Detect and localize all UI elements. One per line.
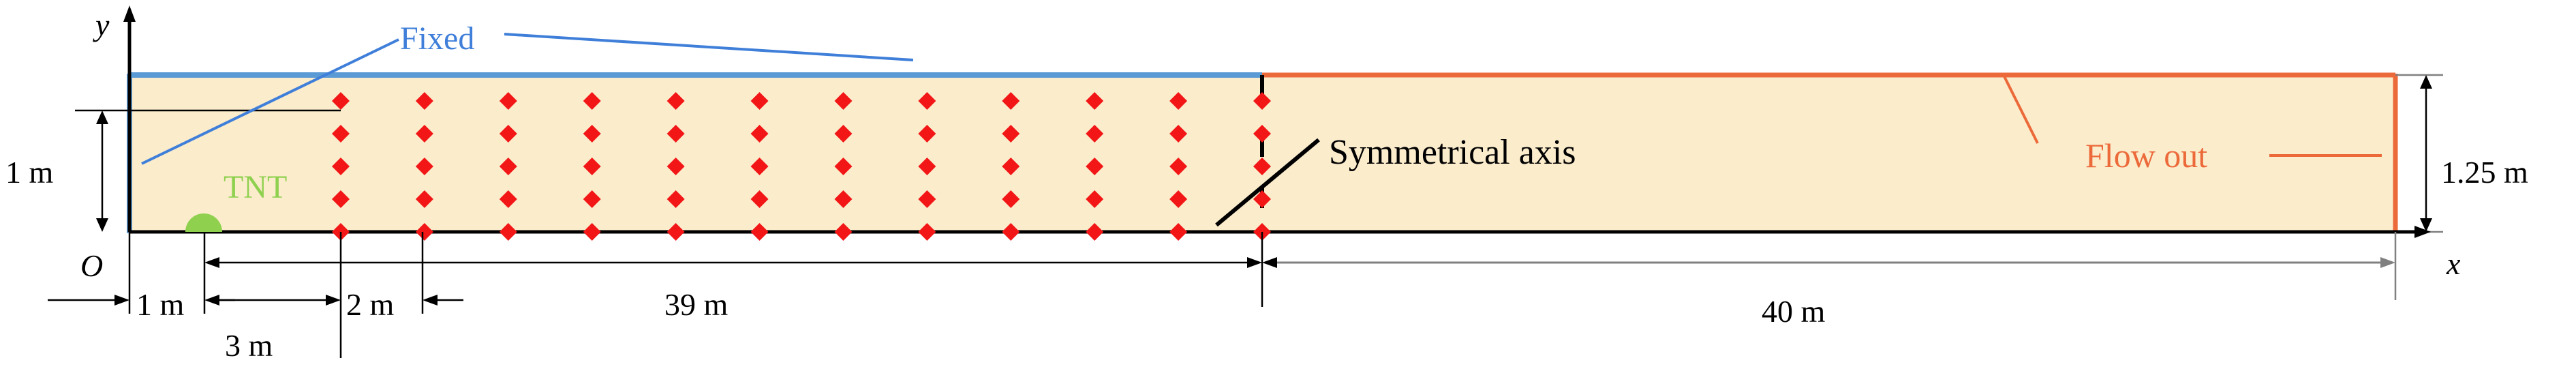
gauge-point-diamond-icon xyxy=(415,158,433,175)
dim-3m-arrow-right xyxy=(326,295,341,306)
gauge-point-diamond-icon xyxy=(583,92,601,110)
gauge-point-diamond-icon xyxy=(1002,190,1020,208)
gauge-point-diamond-icon xyxy=(666,125,685,143)
gauge-point-diamond-icon xyxy=(834,223,853,241)
gauge-point-diamond-icon xyxy=(834,92,853,110)
gauge-point-diamond-icon xyxy=(332,158,350,175)
gauge-point-diamond-icon xyxy=(750,158,769,175)
gauge-point-diamond-icon xyxy=(583,223,601,241)
fixed-label: Fixed xyxy=(400,20,474,57)
gauge-point-diamond-icon xyxy=(332,125,350,143)
dim-1m-arrow-left xyxy=(114,295,129,306)
gauge-point-diamond-icon xyxy=(666,190,685,208)
dim-1m-label: 1 m xyxy=(136,287,185,322)
fixed-leader-right xyxy=(504,33,914,61)
height-1-25m-arrow-bottom xyxy=(2420,218,2432,232)
dim-1m-arrow-right xyxy=(204,295,219,306)
gauge-point-diamond-icon xyxy=(1169,190,1188,208)
flow-out-leader-left xyxy=(2002,74,2039,144)
gauge-point-diamond-icon xyxy=(499,190,517,208)
gauge-point-diamond-icon xyxy=(499,125,517,143)
gauge-point-diamond-icon xyxy=(583,158,601,175)
gauge-point-diamond-icon xyxy=(918,125,936,143)
gauge-points xyxy=(332,92,1271,241)
gauge-point-diamond-icon xyxy=(415,223,433,241)
gauge-point-diamond-icon xyxy=(834,125,853,143)
gauge-point-diamond-icon xyxy=(750,92,769,110)
x-axis-arrowhead xyxy=(2414,226,2431,238)
gauge-point-diamond-icon xyxy=(918,92,936,110)
dim-40m-arrow-left xyxy=(1262,257,1277,268)
gauge-point-diamond-icon xyxy=(1253,190,1271,208)
dim-2m-arrow-right xyxy=(423,295,438,306)
gauge-point-diamond-icon xyxy=(834,158,853,175)
gauge-point-diamond-icon xyxy=(918,223,936,241)
tnt-charge xyxy=(185,213,222,232)
gauge-point-diamond-icon xyxy=(1086,223,1104,241)
height-1m-arrow-bottom xyxy=(96,218,108,232)
gauge-point-diamond-icon xyxy=(1086,158,1104,175)
gauge-point-diamond-icon xyxy=(1253,125,1271,143)
flow-out-label: Flow out xyxy=(2085,136,2207,175)
gauge-point-diamond-icon xyxy=(332,92,350,110)
gauge-point-diamond-icon xyxy=(583,125,601,143)
gauge-point-diamond-icon xyxy=(1002,125,1020,143)
gauge-point-diamond-icon xyxy=(918,158,936,175)
gauge-point-diamond-icon xyxy=(1169,125,1188,143)
height-1-25m-label: 1.25 m xyxy=(2441,155,2528,190)
gauge-point-diamond-icon xyxy=(1169,158,1188,175)
y-axis-arrowhead xyxy=(123,5,136,22)
gauge-point-diamond-icon xyxy=(415,125,433,143)
dim-2m-label: 2 m xyxy=(346,287,395,322)
gauge-point-diamond-icon xyxy=(415,92,433,110)
symmetrical-axis-leader xyxy=(1215,138,1320,227)
gauge-point-diamond-icon xyxy=(1169,223,1188,241)
tnt-label: TNT xyxy=(224,169,287,205)
gauge-point-diamond-icon xyxy=(666,223,685,241)
gauge-point-diamond-icon xyxy=(415,190,433,208)
dim-39m-arrow-left xyxy=(204,257,219,268)
height-1m-label: 1 m xyxy=(5,155,54,190)
height-1m-arrow-top xyxy=(96,110,108,124)
gauge-point-diamond-icon xyxy=(1086,92,1104,110)
gauge-point-diamond-icon xyxy=(499,158,517,175)
gauge-point-diamond-icon xyxy=(499,92,517,110)
symmetrical-axis-label: Symmetrical axis xyxy=(1329,133,1576,172)
gauge-point-diamond-icon xyxy=(750,223,769,241)
gauge-point-diamond-icon xyxy=(1086,125,1104,143)
dim-3m-label: 3 m xyxy=(225,328,273,363)
gauge-point-diamond-icon xyxy=(583,190,601,208)
gauge-point-diamond-icon xyxy=(499,223,517,241)
gauge-point-diamond-icon xyxy=(1253,158,1271,175)
gauge-point-diamond-icon xyxy=(834,190,853,208)
dim-40m-arrow-right xyxy=(2380,257,2395,268)
dim-39m-arrow-right xyxy=(1247,257,1262,268)
gauge-point-diamond-icon xyxy=(918,190,936,208)
gauge-point-diamond-icon xyxy=(750,125,769,143)
gauge-point-diamond-icon xyxy=(1169,92,1188,110)
gauge-point-diamond-icon xyxy=(332,190,350,208)
dim-40m-label: 40 m xyxy=(1762,294,1826,329)
gauge-point-diamond-icon xyxy=(1002,92,1020,110)
origin-label: O xyxy=(80,248,103,283)
dim-39m-label: 39 m xyxy=(664,287,729,322)
gauge-point-diamond-icon xyxy=(666,158,685,175)
gauge-point-diamond-icon xyxy=(1086,190,1104,208)
axis-y-label: y xyxy=(93,8,110,42)
gauge-point-diamond-icon xyxy=(1002,158,1020,175)
fixed-leader-left xyxy=(141,38,399,165)
gauge-point-diamond-icon xyxy=(666,92,685,110)
axis-x-label: x xyxy=(2446,246,2461,281)
gauge-point-diamond-icon xyxy=(1253,92,1271,110)
gauge-point-diamond-icon xyxy=(750,190,769,208)
height-1-25m-arrow-top xyxy=(2420,75,2432,89)
gauge-point-diamond-icon xyxy=(1002,223,1020,241)
